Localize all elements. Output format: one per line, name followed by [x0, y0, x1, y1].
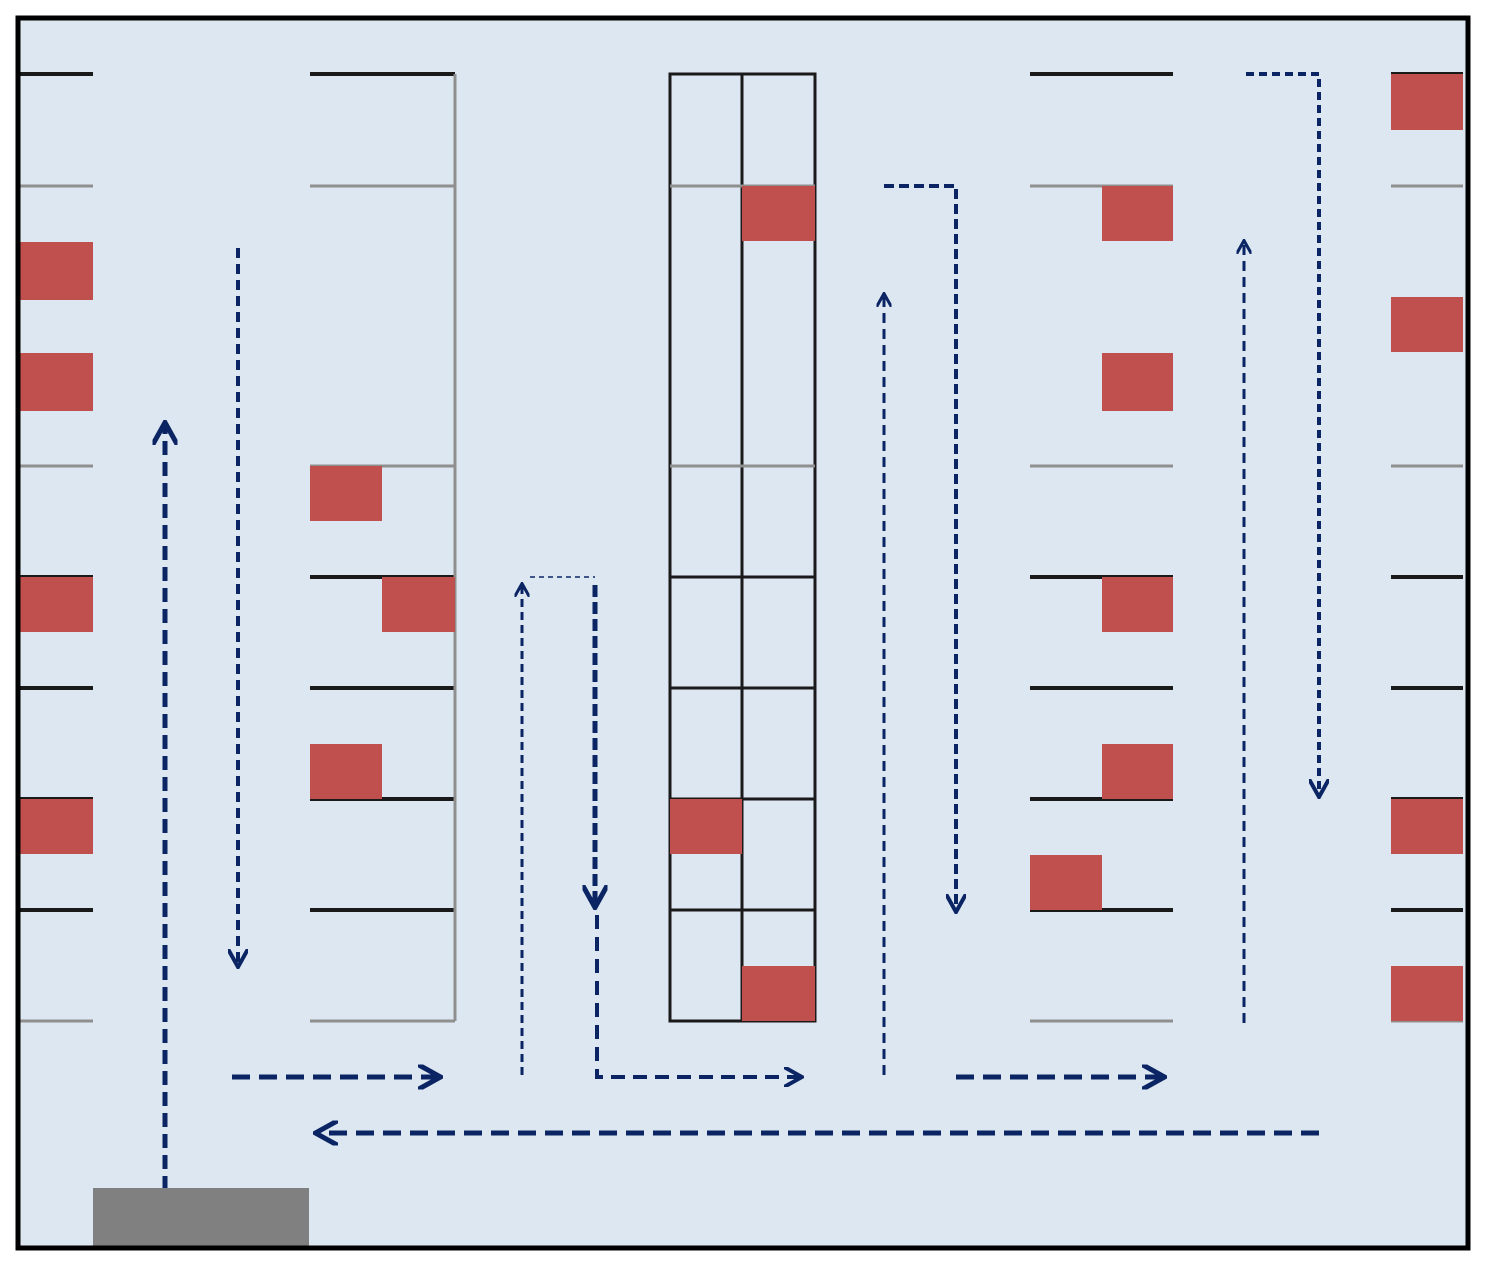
- pick-location: [742, 966, 815, 1021]
- pick-location: [1102, 577, 1173, 632]
- diagram-border: [15, 15, 1471, 1251]
- depot: [93, 1188, 309, 1246]
- pick-location: [20, 242, 93, 300]
- pick-location: [1102, 186, 1173, 241]
- pick-location: [310, 466, 382, 521]
- pick-location: [670, 799, 742, 854]
- pick-location: [1030, 855, 1102, 910]
- route-aisle-4-down: [1246, 72, 1319, 795]
- pick-location: [1102, 353, 1173, 411]
- pick-location: [1102, 744, 1173, 799]
- pick-location: [1391, 297, 1463, 352]
- pick-location: [310, 744, 382, 799]
- pick-location: [1391, 74, 1463, 130]
- pick-location: [1391, 799, 1463, 854]
- pick-location: [382, 577, 455, 632]
- pick-location: [20, 799, 93, 854]
- pick-location: [742, 186, 815, 241]
- picking-route: [165, 72, 1319, 1190]
- pick-location: [1391, 966, 1463, 1021]
- route-cross-2: [595, 915, 800, 1077]
- pick-location: [20, 577, 93, 632]
- pick-locations: [20, 74, 1463, 1021]
- route-aisle-3-down: [884, 184, 956, 910]
- pick-location: [20, 353, 93, 411]
